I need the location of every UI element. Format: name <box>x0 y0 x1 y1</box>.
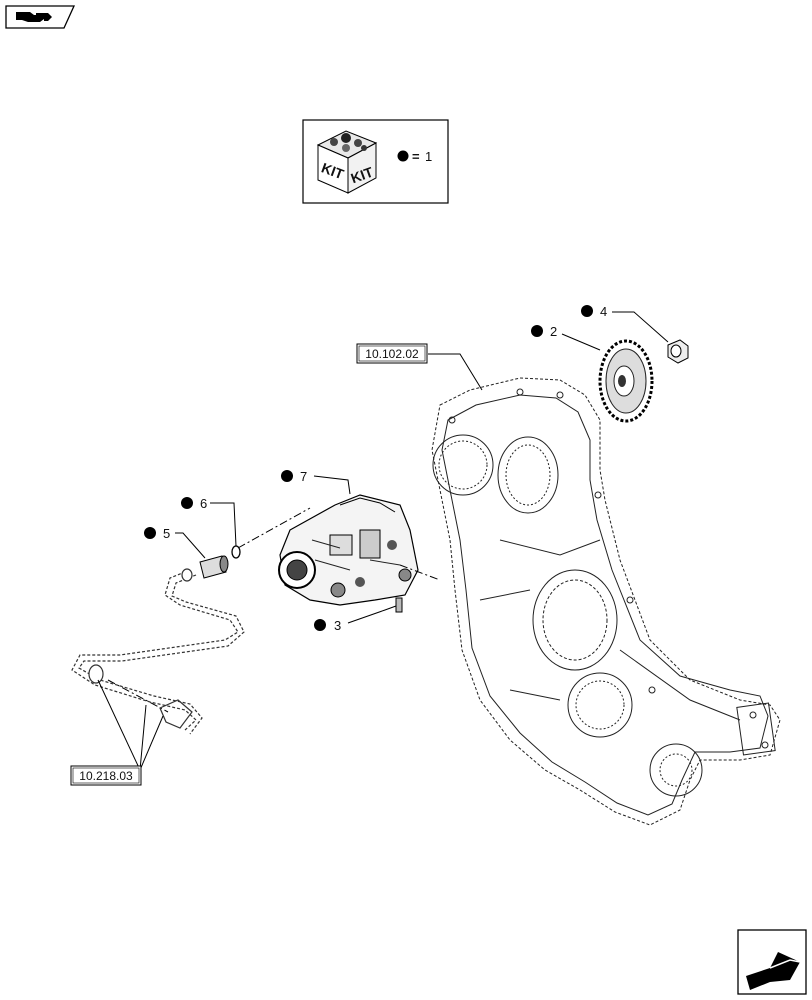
callout-4: 4 <box>581 304 607 319</box>
callout-number: 7 <box>300 469 307 484</box>
callout-bullet-icon <box>281 470 293 482</box>
callout-number: 3 <box>334 618 341 633</box>
legend-equals: = <box>412 149 420 164</box>
callout-number: 2 <box>550 324 557 339</box>
ref-fuel-pipe[interactable]: 10.218.03 <box>70 765 142 786</box>
legend-kit-number: 1 <box>425 149 432 164</box>
ref-fuel-pipe-label: 10.218.03 <box>79 769 133 783</box>
next-page-icon[interactable] <box>737 929 807 995</box>
ref-crankcase[interactable]: 10.102.02 <box>356 343 428 364</box>
callout-bullet-icon <box>181 497 193 509</box>
callout-7: 7 <box>281 469 307 484</box>
callout-3: 3 <box>314 618 341 633</box>
leader-lines <box>97 311 669 771</box>
callout-6: 6 <box>181 496 207 511</box>
legend-bullet-icon <box>397 150 409 162</box>
assembly-lines <box>107 507 441 713</box>
callout-bullet-icon <box>144 527 156 539</box>
nut-drawing <box>667 339 689 364</box>
callout-bullet-icon <box>314 619 326 631</box>
kit-word-right: KIT <box>349 163 376 186</box>
kit-box-icon: KIT KIT <box>316 130 378 194</box>
fitting-drawing <box>199 555 229 579</box>
kit-word-left: KIT <box>319 159 346 182</box>
fuel-pipe-drawing <box>71 568 245 735</box>
callout-number: 6 <box>200 496 207 511</box>
seal-ring-drawing <box>231 545 241 559</box>
callout-5: 5 <box>144 526 170 541</box>
callout-bullet-icon <box>531 325 543 337</box>
ref-crankcase-label: 10.102.02 <box>365 347 419 361</box>
previous-page-icon[interactable] <box>5 5 76 29</box>
gear-drawing <box>598 339 654 423</box>
injection-pump-drawing <box>278 494 419 613</box>
callout-number: 4 <box>600 304 607 319</box>
kit-legend: KIT KIT = 1 <box>302 119 449 204</box>
pump-bolt-drawing <box>395 597 403 613</box>
callout-number: 5 <box>163 526 170 541</box>
callout-bullet-icon <box>581 305 593 317</box>
timing-housing-drawing <box>431 377 781 826</box>
callout-2: 2 <box>531 324 557 339</box>
